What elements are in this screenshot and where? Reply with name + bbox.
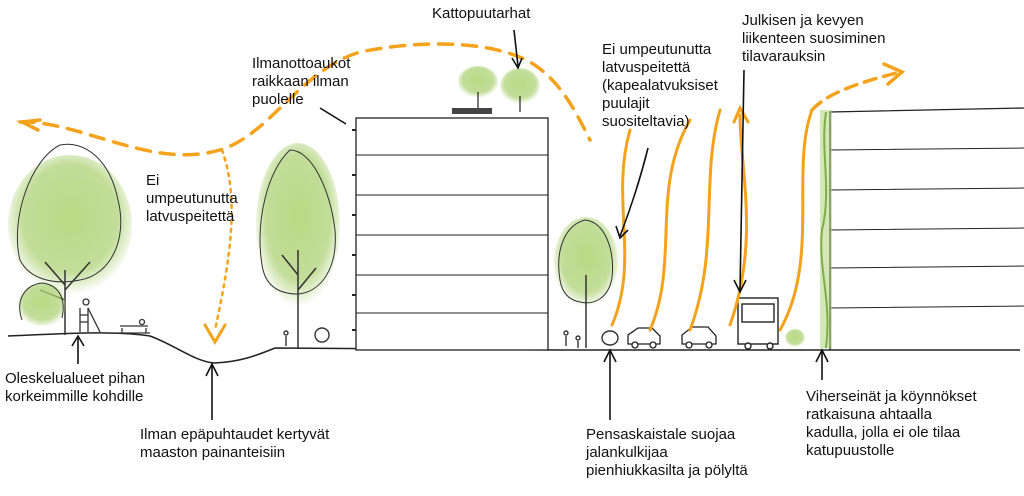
airflow-rise-1 xyxy=(610,128,632,327)
airflow-rise-5 xyxy=(778,108,814,332)
annotation-arrows xyxy=(71,29,829,420)
building-right xyxy=(829,107,1024,350)
tree-middle xyxy=(256,143,340,348)
label-air-intakes: Ilmanottoaukot raikkaan ilman puolelle xyxy=(252,55,351,108)
building-center xyxy=(352,117,549,351)
bench-people xyxy=(118,318,150,334)
playground-slide xyxy=(79,298,101,333)
airflow-left-descent xyxy=(213,148,233,332)
green-wall xyxy=(820,110,832,349)
label-canopy: Ei umpeutunutta latvuspeitettä xyxy=(146,172,238,225)
shrub-left xyxy=(18,282,66,327)
car-1 xyxy=(627,327,661,349)
airflow-rise-4 xyxy=(728,113,748,327)
label-shrub-strip: Pensaskaistale suojaa jalankulkijaa pien… xyxy=(586,426,748,479)
bus xyxy=(737,297,779,350)
people-middle xyxy=(283,327,330,346)
airflow-top-arc xyxy=(18,42,592,157)
airflow-rise-2 xyxy=(648,118,692,332)
airflow-rise-3 xyxy=(688,108,722,332)
label-green-walls: Viherseinät ja köynnökset ratkaisuna aht… xyxy=(806,388,977,459)
airflow xyxy=(15,42,906,345)
tree-street-left xyxy=(554,217,618,348)
label-roof-gardens: Kattopuutarhat xyxy=(432,5,531,22)
roof-garden xyxy=(452,66,540,114)
car-2 xyxy=(681,326,717,349)
label-depressions: Ilman epäpuhtaudet kertyvät maaston pain… xyxy=(140,426,330,461)
label-narrow-crown: Ei umpeutunutta latvuspeitettä (kapealat… xyxy=(602,41,718,130)
ground-line xyxy=(7,332,1020,364)
label-recreation-areas: Oleskelualueet pihan korkeimmille kohdil… xyxy=(5,370,146,405)
airflow-exit xyxy=(810,70,902,112)
pedestrians-street xyxy=(563,330,619,348)
shrub-street xyxy=(785,329,805,347)
label-public-transport: Julkisen ja kevyen liikenteen suosiminen… xyxy=(742,12,886,65)
